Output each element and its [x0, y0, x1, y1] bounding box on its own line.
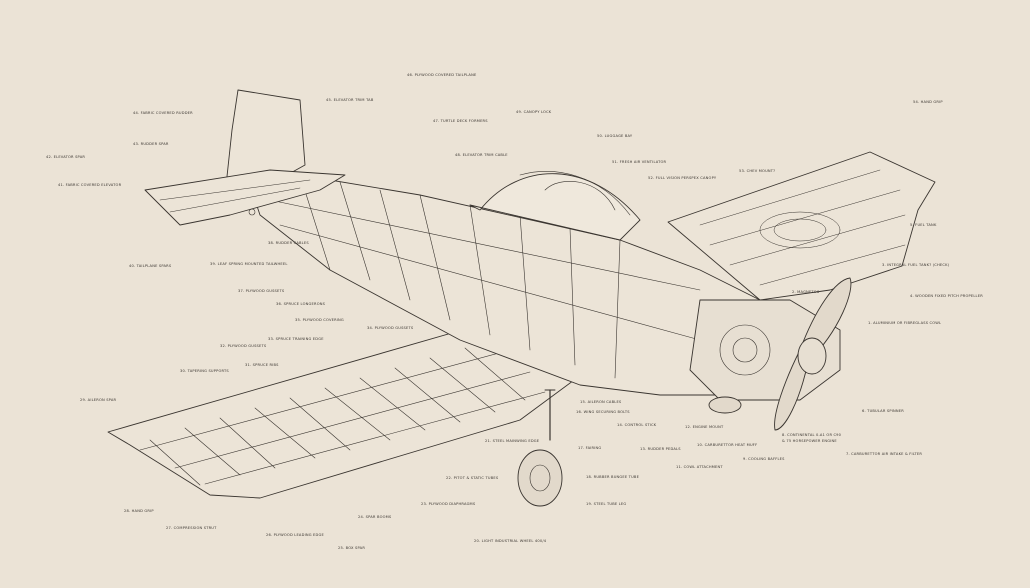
label-46: 46. PLYWOOD COVERED TAILPLANE [407, 73, 477, 77]
label-23: 23. PLYWOOD DIAPHRAGMS [421, 502, 476, 506]
label-37: 37. PLYWOOD GUSSETS [238, 289, 285, 293]
label-3: 3. INTEGRAL FUEL TANK? (check) [882, 263, 950, 267]
label-5: 5. FUEL TANK [910, 223, 937, 227]
label-19: 19. STEEL TUBE LEG [586, 502, 627, 506]
label-13: 13. RUDDER PEDALS [640, 447, 681, 451]
label-44: 44. FABRIC COVERED RUDDER [133, 111, 193, 115]
far-wing [667, 151, 936, 301]
label-21: 21. STEEL MAINWING EDGE [485, 439, 540, 443]
label-48: 48. ELEVATOR TRIM CABLE [455, 153, 508, 157]
label-15: 15. AILERON CABLES [580, 400, 622, 404]
label-33: 33. SPRUCE TRAINING EDGE [268, 337, 324, 341]
label-32: 32. PLYWOOD GUSSETS [220, 344, 267, 348]
label-51: 51. FRESH AIR VENTILATOR [612, 160, 667, 164]
far-wheel [708, 396, 742, 414]
label-35: 35. PLYWOOD COVERING [295, 318, 344, 322]
label-54: 54. HAND GRIP [913, 100, 943, 104]
label-49: 49. CANOPY LOCK [516, 110, 552, 114]
label-4: 4. WOODEN FIXED PITCH PROPELLER [910, 294, 983, 298]
label-9: 9. COOLING BAFFLES [743, 457, 785, 461]
canopy [469, 173, 641, 241]
label-45: 45. ELEVATOR TRIM TAB [326, 98, 374, 102]
label-29: 29. AILERON SPAR [80, 398, 117, 402]
label-10: 10. CARBURETTOR HEAT MUFF [697, 443, 758, 447]
label-39: 39. LEAF SPRING MOUNTED TAILWHEEL [210, 262, 288, 266]
label-17: 17. FAIRING [578, 446, 602, 450]
label-1: 1. ALUMINIUM OR FIBREGLASS COWL [868, 321, 942, 325]
label-53: 53. CHEV MOUNT? [739, 169, 776, 173]
label-6: 6. TUBULAR SPINNER [862, 409, 904, 413]
spinner [797, 337, 827, 375]
label-31: 31. SPRUCE RIBS [245, 363, 279, 367]
label-40: 40. TAILPLANE SPARS [129, 264, 172, 268]
label-18: 18. RUBBER BUNGEE TUBE [586, 475, 640, 479]
label-27: 27. COMPRESSION STRUT [166, 526, 217, 530]
label-8: 8. CONTINENTAL 0-A1 OR C90 [782, 433, 842, 437]
label-36: 36. SPRUCE LONGERONS [276, 302, 326, 306]
label-25: 25. BOX SPAR [338, 546, 366, 550]
label-43: 43. RUDDER SPAR [133, 142, 169, 146]
label-50: 50. LUGGAGE BAY [597, 134, 633, 138]
label-26: 26. PLYWOOD LEADING EDGE [266, 533, 324, 537]
label-8b: & 75 HORSEPOWER ENGINE [782, 439, 837, 443]
main-wheel [517, 449, 563, 507]
label-42: 42. ELEVATOR SPAR [46, 155, 86, 159]
label-52: 52. FULL VISION PERSPEX CANOPY [648, 176, 717, 180]
label-47: 47. TURTLE DECK FORMERS [433, 119, 488, 123]
label-22: 22. PITOT & STATIC TUBES [446, 476, 499, 480]
label-41: 41. FABRIC COVERED ELEVATOR [58, 183, 122, 187]
label-30: 30. TAPERING SUPPORTS [180, 369, 229, 373]
label-20: 20. LIGHT INDUSTRIAL WHEEL 400/4 [474, 539, 547, 543]
label-7: 7. CARBURETTOR AIR INTAKE & FILTER [846, 452, 923, 456]
label-28: 28. HAND GRIP [124, 509, 154, 513]
label-11: 11. COWL ATTACHMENT [676, 465, 723, 469]
label-14: 14. CONTROL STICK [617, 423, 657, 427]
label-34: 34. PLYWOOD GUSSETS [367, 326, 414, 330]
label-24: 24. SPAR BOOMS [358, 515, 392, 519]
label-16: 16. WING SECURING BOLTS [576, 410, 630, 414]
label-2: 2. MAGNETOS [792, 290, 820, 294]
label-12: 12. ENGINE MOUNT [685, 425, 724, 429]
label-38: 38. RUDDER CABLES [268, 241, 309, 245]
horizontal-tail [144, 169, 346, 226]
